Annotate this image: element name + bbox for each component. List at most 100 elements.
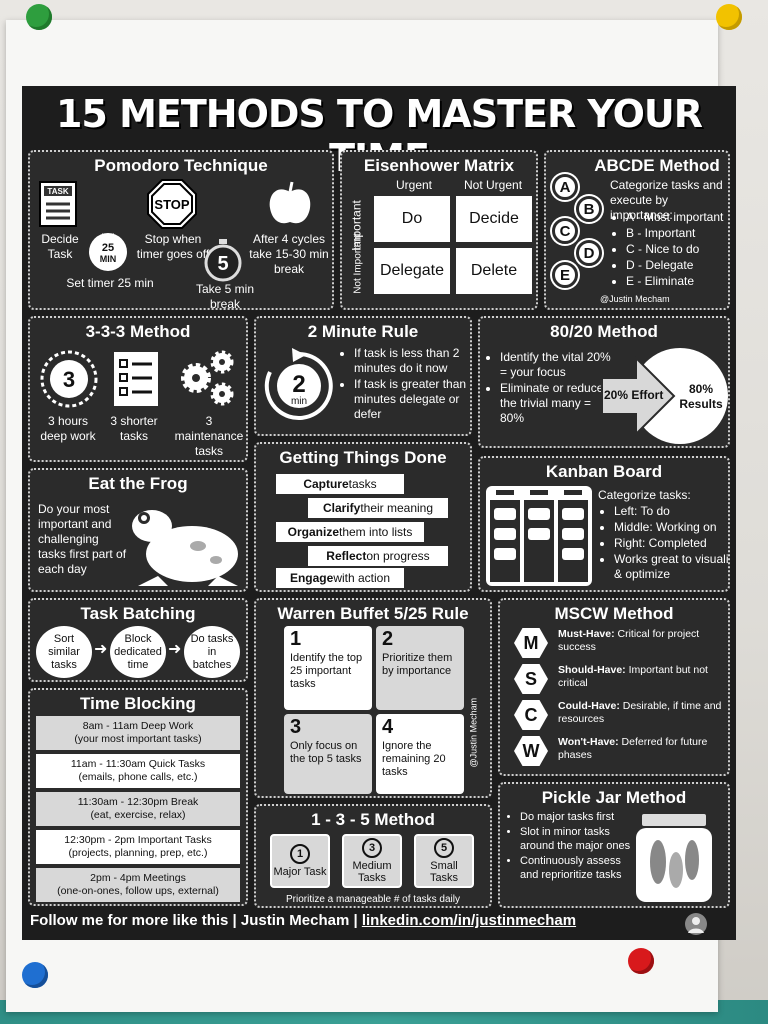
arrow-right-icon: ➜ (94, 641, 108, 658)
mscw-letter-badge: C (514, 700, 548, 730)
abcde-list: A - Most important B - Important C - Nic… (612, 210, 728, 290)
abcde-letter-badge: A (552, 174, 578, 200)
frog-card: Eat the Frog Do your most important and … (28, 468, 248, 592)
maintenance-tasks-label: 3 maintenance tasks (174, 414, 244, 458)
time-blocking-card: Time Blocking 8am - 11am Deep Work(your … (28, 688, 248, 906)
time-block-range: 11:30am - 12:30pm Break (77, 796, 199, 808)
kanban-item: Left: To do (614, 504, 728, 519)
time-block-detail: (emails, phone calls, etc.) (78, 771, 198, 783)
batching-step: Sort similar tasks (36, 626, 92, 678)
eisenhower-card: Eisenhower Matrix Urgent Not Urgent Impo… (340, 150, 538, 310)
task-icon-label: TASK (47, 187, 68, 196)
two-minute-item: If task is less than 2 minutes do it now (354, 346, 470, 376)
abcde-item: A - Most important (626, 210, 728, 225)
pickle-item: Continuously assess and reprioritize tas… (520, 854, 642, 882)
mscw-description: Must-Have: Critical for project success (558, 628, 700, 653)
gears-icon (181, 350, 234, 406)
puzzle-piece: 1 Identify the top 25 important tasks (284, 626, 372, 710)
pickle-jar-list: Do major tasks first Slot in minor tasks… (506, 810, 642, 883)
two-minute-item: If task is greater than 2 minutes delega… (354, 377, 470, 422)
kanban-title: Kanban Board (545, 462, 663, 481)
mscw-letter-badge: W (514, 736, 548, 766)
quadrant-do: Do (374, 196, 450, 242)
eighty-twenty-item: Identify the vital 20% = your focus (500, 350, 618, 380)
tomato-minutes: 25 (102, 242, 114, 254)
abcde-title: ABCDE Method (594, 156, 720, 175)
blue-pushpin-icon (22, 962, 48, 988)
red-pushpin-icon (628, 948, 654, 974)
stop-sign-text: STOP (154, 197, 189, 212)
gtd-step: Clarify their meaning (308, 498, 448, 518)
mscw-title: MSCW Method (554, 604, 674, 623)
abcde-item: D - Delegate (626, 258, 728, 273)
two-minute-list: If task is less than 2 minutes do it now… (340, 346, 470, 423)
time-block-range: 11am - 11:30am Quick Tasks (70, 758, 206, 770)
task-count-label: Major Task (273, 866, 327, 878)
abcde-letter-badge: E (552, 262, 578, 288)
frog-title: Eat the Frog (88, 474, 188, 493)
batching-step: Do tasks in batches (184, 626, 240, 678)
buffett-title: Warren Buffet 5/25 Rule (277, 604, 469, 623)
kanban-item: Middle: Working on (614, 520, 728, 535)
mscw-description: Could-Have: Desirable, if time and resou… (558, 700, 722, 725)
time-block-range: 12:30pm - 2pm Important Tasks (64, 834, 212, 846)
kanban-card: Kanban Board Categorize tasks: Left: To … (478, 456, 730, 592)
footer-separator: | (232, 912, 237, 929)
buffett-card: Warren Buffet 5/25 Rule 1 Identify the t… (254, 598, 492, 798)
task-batching-card: Task Batching Sort similar tasks ➜ Block… (28, 598, 248, 682)
mscw-letter-badge: M (514, 628, 548, 658)
pareto-pie-icon (601, 348, 728, 444)
tomato-unit: MIN (100, 254, 117, 264)
abcde-credit: @Justin Mecham (600, 294, 670, 304)
pickle-item: Slot in minor tasks around the major one… (520, 825, 642, 853)
two-unit: min (291, 396, 307, 407)
abcde-letter-badge: B (576, 196, 602, 222)
yellow-pushpin-icon (716, 4, 742, 30)
linkedin-link[interactable]: linkedin.com/in/justinmecham (361, 912, 577, 929)
abcde-letter-badge: D (576, 240, 602, 266)
quadrant-delete: Delete (456, 248, 532, 294)
clock-three-icon: 3 (40, 350, 98, 408)
urgent-label: Urgent (396, 178, 433, 192)
mscw-card: MSCW Method M Must-Have: Critical for pro… (498, 598, 730, 776)
mscw-description: Should-Have: Important but not critical (558, 664, 708, 689)
task-list-icon: TASK (39, 181, 77, 227)
gtd-step: Capture tasks (276, 474, 404, 494)
apple-icon (269, 181, 311, 224)
gtd-step: Reflect on progress (308, 546, 448, 566)
time-block-range: 2pm - 4pm Meetings (90, 872, 186, 884)
time-block: 12:30pm - 2pm Important Tasks(projects, … (36, 830, 240, 864)
abcde-letter-badge: C (552, 218, 578, 244)
time-block: 11am - 11:30am Quick Tasks(emails, phone… (36, 754, 240, 788)
quadrant-decide: Decide (456, 196, 532, 242)
kanban-item: Right: Completed (614, 536, 728, 551)
mscw-letter-badge: S (514, 664, 548, 694)
abcde-item: E - Eliminate (626, 274, 728, 289)
m333-title: 3-3-3 Method (85, 322, 191, 341)
task-count-number: 3 (362, 838, 382, 858)
arrow-right-icon: ➜ (168, 641, 182, 658)
time-block: 11:30am - 12:30pm Break(eat, exercise, r… (36, 792, 240, 826)
take-five-label: Take 5 min break (195, 282, 255, 310)
time-blocking-title: Time Blocking (80, 694, 196, 713)
buffett-credit: @Justin Mecham (468, 697, 479, 768)
stop-when-label: Stop when timer goes off (136, 232, 210, 261)
gtd-step: Engage with action (276, 568, 404, 588)
pickle-jar-icon (636, 814, 712, 902)
task-count-number: 5 (434, 838, 454, 858)
stop-sign-icon: STOP (147, 179, 197, 229)
gtd-step: Organize them into lists (276, 522, 424, 542)
set-timer-label: Set timer 25 min (66, 276, 154, 290)
stopwatch-icon: 5 (204, 239, 242, 282)
puzzle-piece: 2 Prioritize them by importance (376, 626, 464, 710)
deep-work-label: 3 hours deep work (40, 414, 96, 443)
eighty-twenty-title: 80/20 Method (550, 322, 658, 341)
decide-task-label: Decide Task (41, 232, 79, 261)
pickle-jar-card: Pickle Jar Method Do major tasks first S… (498, 782, 730, 908)
time-block-detail: (one-on-ones, follow ups, external) (57, 885, 219, 897)
tomato-timer-icon: 25 MIN (89, 233, 127, 271)
time-block-range: 8am - 11am Deep Work (82, 720, 194, 732)
follow-text: Follow me for more like this (30, 912, 229, 929)
